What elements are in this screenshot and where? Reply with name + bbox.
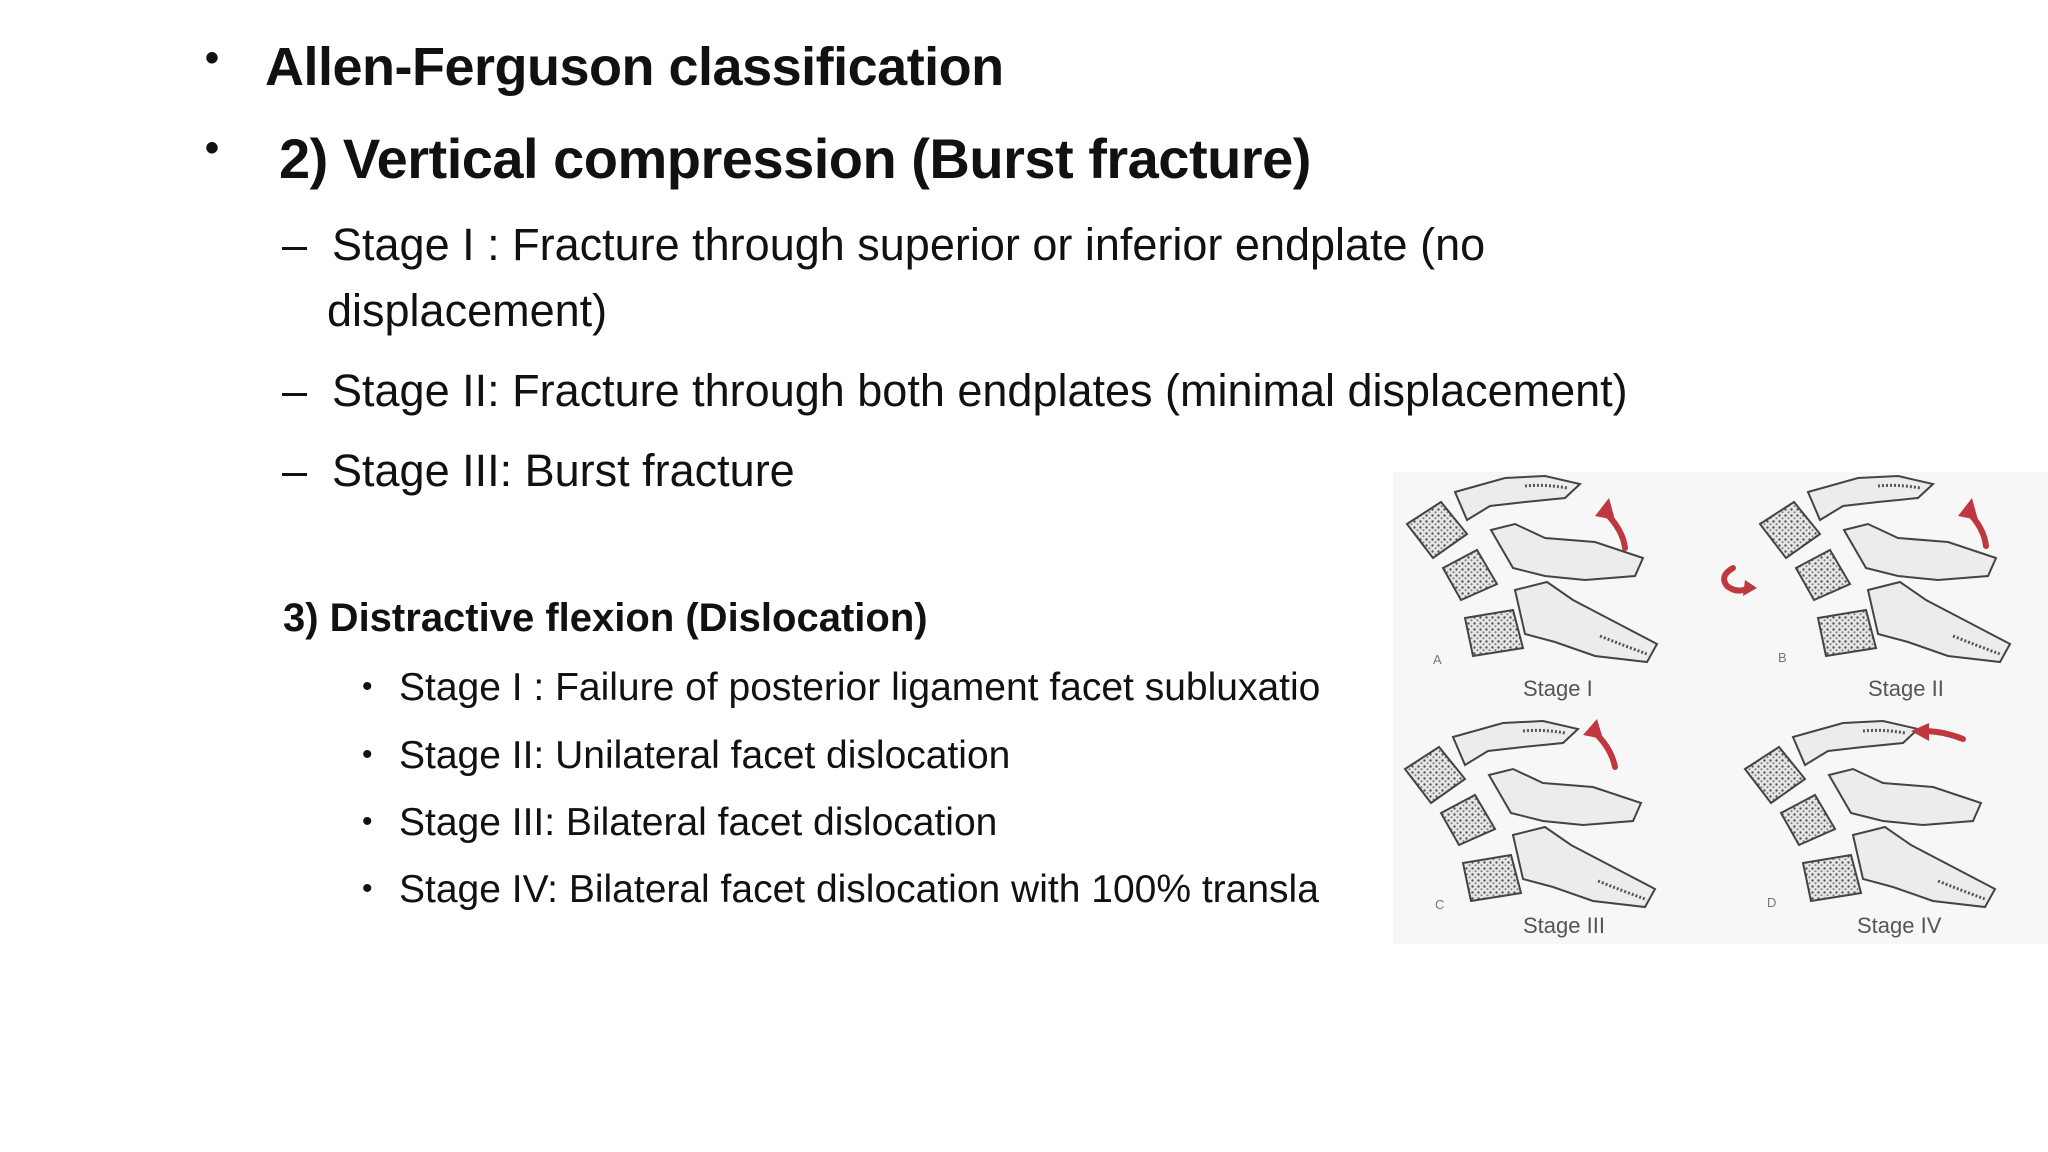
df-stage-3-text: Stage III: Bilateral facet dislocation [399, 801, 998, 844]
bullet-marker: • [205, 126, 220, 170]
panel-a: A Stage I [1405, 474, 1659, 701]
bullet-marker: • [362, 738, 373, 771]
dash-marker: – [282, 219, 308, 270]
stage-label: Stage II [1868, 676, 1944, 701]
panel-letter: C [1435, 897, 1444, 912]
vc-stage-1-line1: Stage I : Fracture through superior or i… [332, 219, 1486, 270]
stage-label: Stage IV [1857, 913, 1942, 938]
bullet-marker: • [205, 36, 220, 80]
panel-c: C Stage III [1403, 719, 1657, 938]
vc-stage-1-line2: displacement) [327, 285, 608, 336]
bullet-marker: • [362, 872, 373, 905]
heading-text: 2) Vertical compression (Burst fracture) [279, 127, 1311, 190]
vc-stage-2-text: Stage II: Fracture through both endplate… [332, 365, 1628, 416]
spine-illustration: A Stage I B Stage II C Stage III [1403, 474, 2012, 938]
df-stage-1-text: Stage I : Failure of posterior ligament … [399, 666, 1321, 709]
distractive-flexion-heading: 3) Distractive flexion (Dislocation) [283, 596, 928, 640]
df-stage-4-text: Stage IV: Bilateral facet dislocation wi… [399, 868, 1319, 911]
bullet-marker: • [362, 805, 373, 838]
vc-stage-1: – Stage I : Fracture through superior or… [282, 212, 1802, 344]
vc-stage-3: – Stage III: Burst fracture [282, 438, 1802, 504]
rotation-arrow-icon [1721, 565, 1752, 594]
heading-text: Allen-Ferguson classification [265, 37, 1004, 97]
panel-letter: B [1778, 650, 1787, 665]
dash-marker: – [282, 445, 308, 496]
dash-marker: – [282, 365, 308, 416]
bullet-marker: • [362, 670, 373, 703]
vc-stage-2: – Stage II: Fracture through both endpla… [282, 358, 1802, 424]
panel-letter: D [1767, 895, 1776, 910]
vc-stage-3-text: Stage III: Burst fracture [332, 445, 795, 496]
panel-d: D Stage IV [1743, 719, 1997, 938]
stage-label: Stage I [1523, 676, 1593, 701]
df-stage-2-text: Stage II: Unilateral facet dislocation [399, 734, 1011, 777]
distractive-flexion-figure: A Stage I B Stage II C Stage III [1393, 472, 2048, 944]
panel-letter: A [1433, 652, 1442, 667]
panel-b: B Stage II [1758, 474, 2012, 701]
stage-label: Stage III [1523, 913, 1605, 938]
